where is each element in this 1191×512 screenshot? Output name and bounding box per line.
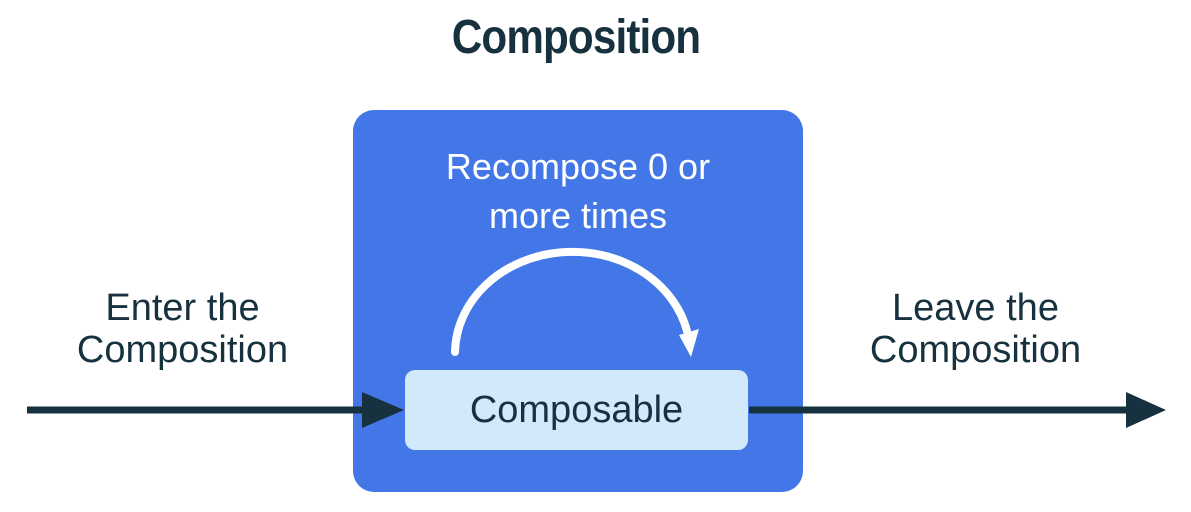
leave-arrowhead-icon: [1126, 392, 1166, 428]
composable-label: Composable: [469, 388, 684, 431]
composable-box: Composable: [405, 370, 748, 450]
enter-composition-label: Enter the Composition: [76, 287, 289, 371]
diagram-title: Composition: [451, 11, 701, 64]
composition-box: Recompose 0 or more times Composable: [353, 110, 803, 492]
recompose-label: Recompose 0 or more times: [445, 146, 711, 236]
leave-composition-label: Leave the Composition: [869, 287, 1082, 371]
